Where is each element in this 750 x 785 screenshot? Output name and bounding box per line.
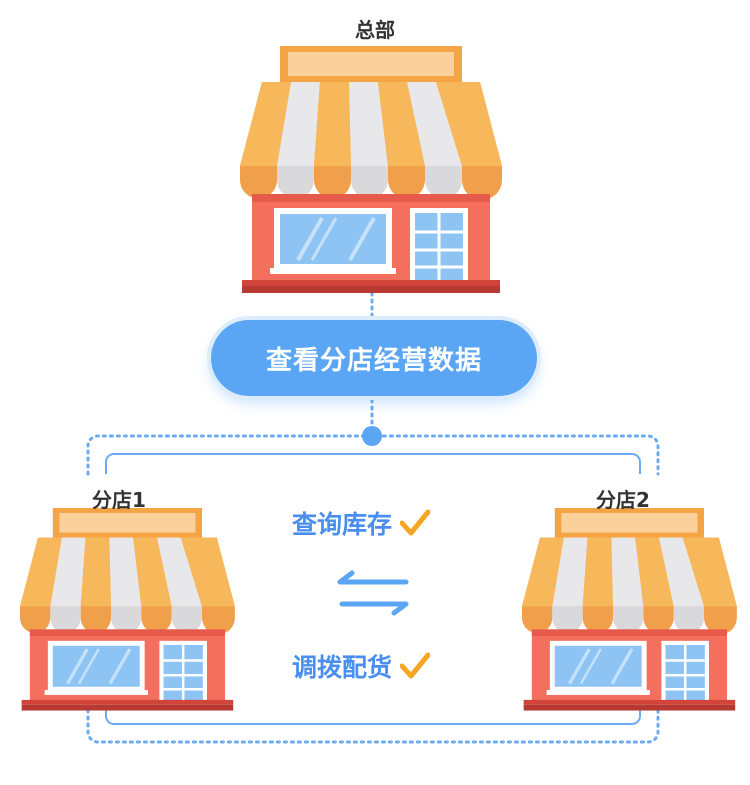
store-icon-branch-2 bbox=[520, 506, 739, 713]
branch-1-label: 分店1 bbox=[92, 488, 146, 512]
connector-lines bbox=[86, 291, 660, 744]
branch-2-label: 分店2 bbox=[596, 488, 650, 512]
headquarters-label: 总部 bbox=[355, 18, 395, 42]
transfer-stock-label: 调拨配货 bbox=[292, 653, 393, 682]
junction-dot bbox=[362, 426, 382, 446]
transfer-stock-item: 调拨配货 bbox=[292, 648, 431, 684]
check-icon bbox=[400, 509, 431, 536]
view-branch-data-pill: 查看分店经营数据 bbox=[211, 320, 537, 396]
store-icon-headquarters bbox=[238, 44, 504, 295]
query-inventory-item: 查询库存 bbox=[292, 505, 431, 541]
view-branch-data-label: 查看分店经营数据 bbox=[265, 345, 482, 376]
store-icon-branch-1 bbox=[18, 506, 237, 713]
exchange-arrows-icon bbox=[337, 570, 409, 616]
check-icon bbox=[400, 652, 431, 679]
query-inventory-label: 查询库存 bbox=[292, 510, 393, 539]
